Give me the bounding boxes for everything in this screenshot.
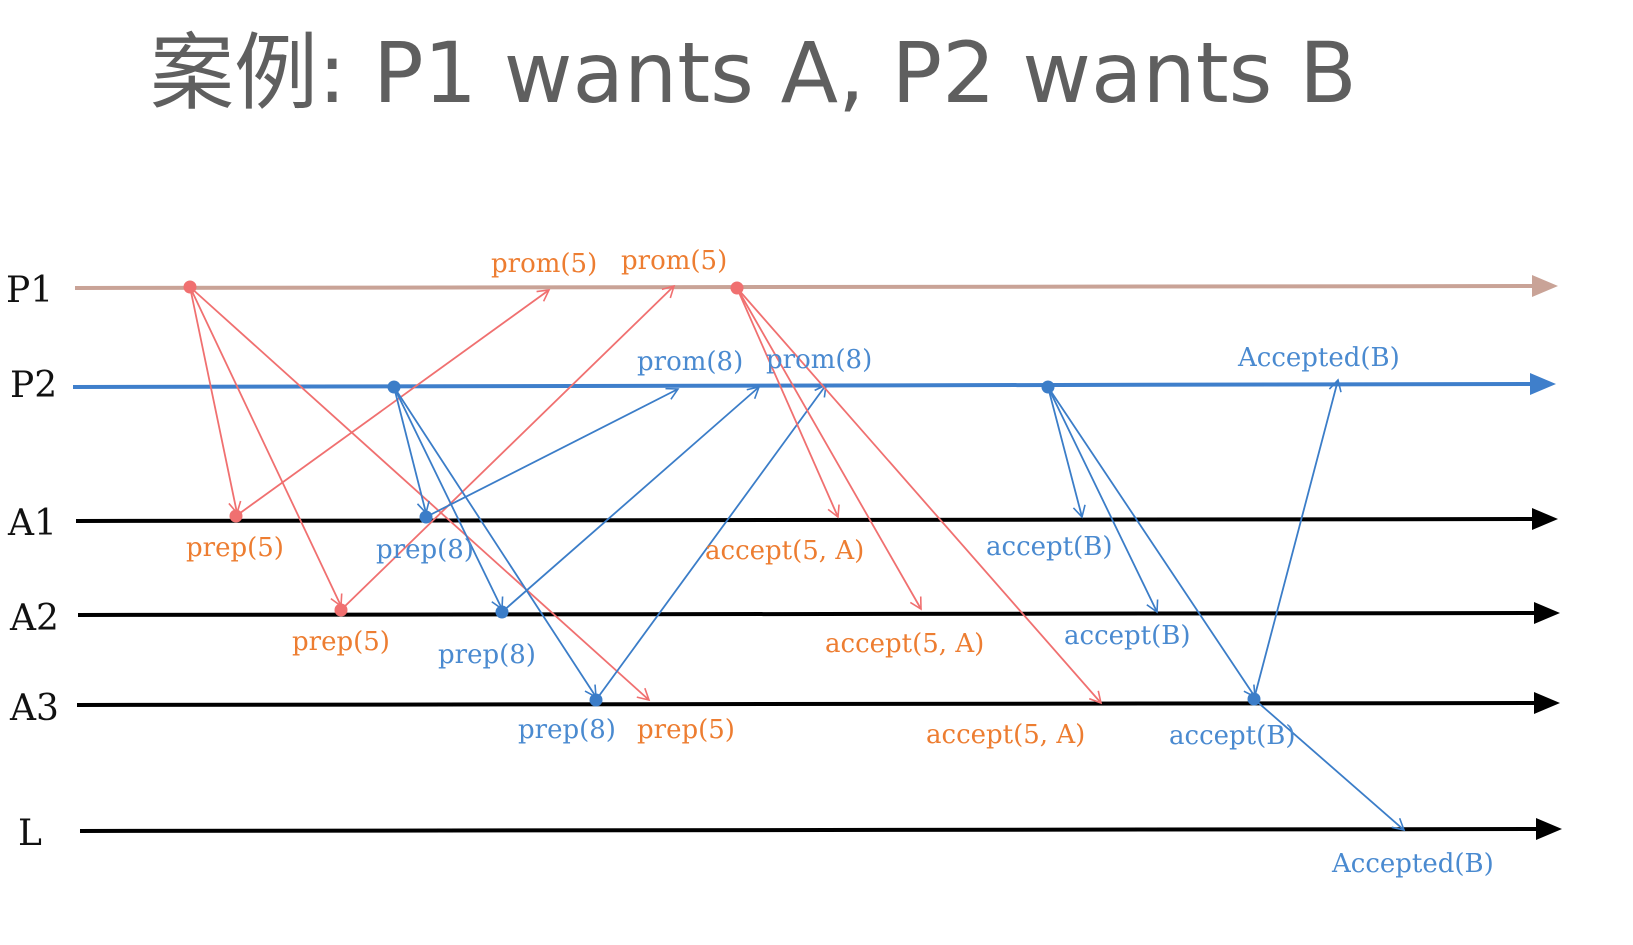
message-label-a1-accept5a: accept(5, A) — [705, 536, 864, 566]
timeline-arrowhead-a3 — [1534, 692, 1560, 714]
event-dot — [419, 510, 433, 524]
timeline-label-p2: P2 — [10, 365, 57, 406]
message-arrow — [189, 286, 651, 702]
message-arrow — [189, 286, 242, 515]
message-label-a1-prep5: prep(5) — [186, 533, 284, 563]
message-arrow — [1253, 698, 1406, 832]
message-arrow — [736, 287, 922, 611]
timelines — [72, 275, 1562, 840]
timeline-a1 — [75, 517, 1537, 523]
timeline-label-p1: P1 — [6, 270, 53, 311]
message-label-l-accepted-b: Accepted(B) — [1331, 849, 1494, 879]
message-label-a2-prep5: prep(5) — [292, 627, 390, 657]
message-label-a3-accept5a: accept(5, A) — [926, 720, 1085, 750]
message-label-a2-accept5a: accept(5, A) — [825, 629, 984, 659]
message-label-a3-acceptb: accept(B) — [1169, 721, 1296, 751]
message-label-a1-prep8: prep(8) — [376, 535, 474, 565]
timeline-label-a1: A1 — [7, 503, 57, 544]
event-dot — [387, 380, 401, 394]
message-arrow — [1047, 386, 1256, 699]
message-arrow — [595, 383, 827, 701]
timeline-arrowhead-l — [1536, 818, 1562, 840]
event-dot — [589, 693, 603, 707]
timeline-arrowhead-p1 — [1532, 275, 1558, 297]
message-label-p1-prom5-b: prom(5) — [621, 246, 727, 276]
timeline-label-a2: A2 — [9, 598, 59, 639]
timeline-arrowhead-a2 — [1534, 602, 1560, 624]
timeline-p2 — [72, 382, 1535, 389]
message-arrow — [235, 289, 551, 517]
timeline-p1 — [74, 284, 1537, 290]
timeline-a2 — [77, 611, 1539, 617]
message-label-a2-prep8: prep(8) — [438, 640, 536, 670]
event-dots — [183, 280, 1261, 707]
message-label-a2-acceptb: accept(B) — [1064, 621, 1191, 651]
message-arrow — [1253, 378, 1342, 700]
message-label-a1-acceptb: accept(B) — [986, 532, 1113, 562]
event-dot — [334, 603, 348, 617]
timeline-label-a3: A3 — [9, 688, 59, 729]
message-arrow — [1047, 386, 1086, 519]
message-arrow — [736, 287, 840, 519]
message-label-a3-prep8: prep(8) — [518, 715, 616, 745]
message-label-p2-prom8-b: prom(8) — [766, 345, 872, 375]
event-dot — [183, 280, 197, 294]
event-dot — [1247, 692, 1261, 706]
event-dot — [495, 605, 509, 619]
timeline-l — [79, 827, 1541, 833]
timeline-a3 — [76, 701, 1539, 707]
message-arrow — [736, 287, 1103, 705]
slide-title: 案例: P1 wants A, P2 wants B — [150, 24, 1357, 122]
message-arrow — [1047, 386, 1159, 614]
message-labels: prom(5) prom(5) prom(8) prom(8) Accepted(B) p… — [186, 246, 1494, 879]
message-arrows — [189, 284, 1406, 832]
message-label-p2-accepted-b: Accepted(B) — [1237, 343, 1400, 373]
timeline-label-l: L — [18, 813, 42, 854]
message-label-a3-prep5: prep(5) — [637, 715, 735, 745]
message-arrow — [425, 387, 680, 518]
message-arrow — [393, 386, 504, 611]
timeline-arrowhead-p2 — [1530, 373, 1556, 395]
event-dot — [1041, 380, 1055, 394]
message-label-p1-prom5-a: prom(5) — [491, 249, 597, 279]
message-arrow — [393, 386, 597, 699]
message-arrow — [340, 284, 676, 611]
message-arrow — [189, 286, 343, 608]
event-dot — [229, 509, 243, 523]
timeline-arrowhead-a1 — [1532, 508, 1558, 530]
message-arrow — [501, 385, 761, 613]
message-arrow — [393, 386, 430, 515]
event-dot — [730, 281, 744, 295]
message-label-p2-prom8-a: prom(8) — [637, 347, 743, 377]
